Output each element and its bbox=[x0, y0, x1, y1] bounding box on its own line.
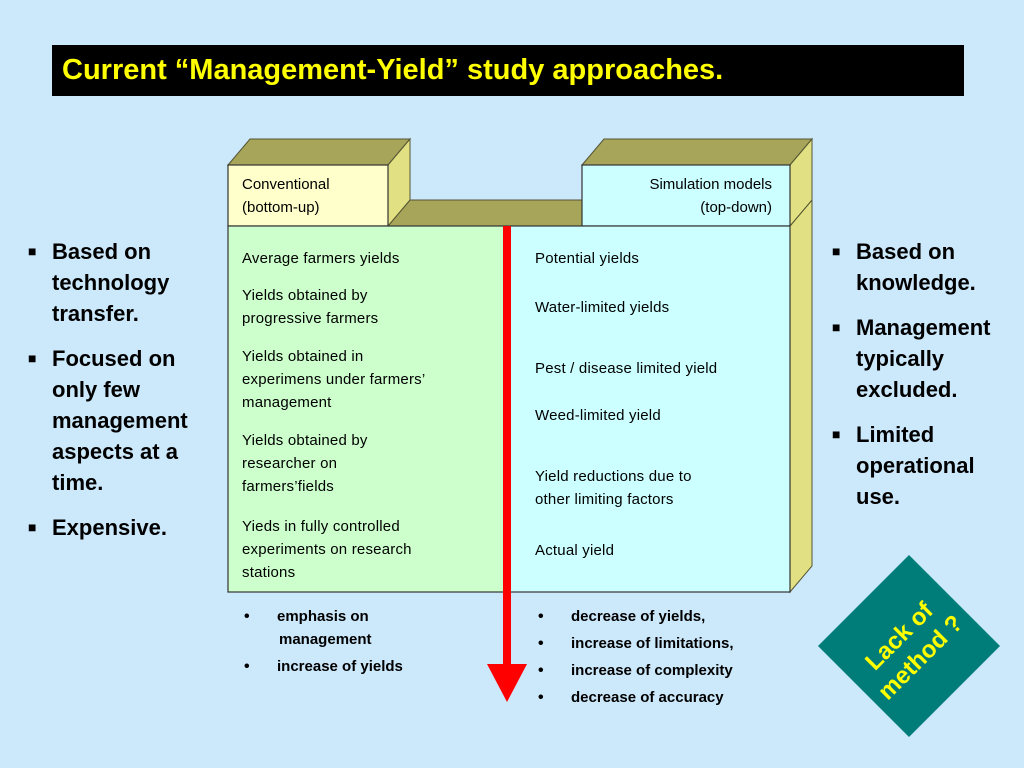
simulation-note: •decrease of accuracy bbox=[534, 686, 804, 709]
round-bullet-icon: • bbox=[538, 689, 544, 706]
conventional-item: Yields obtained by progressive farmers bbox=[242, 287, 379, 327]
left-bullet-item: ■Based on technology transfer. bbox=[26, 236, 222, 329]
conventional-item: Yields obtained by researcher on farmers… bbox=[242, 432, 368, 495]
square-bullet-icon: ■ bbox=[28, 243, 37, 259]
left-header-top bbox=[226, 138, 412, 166]
simulation-item: Actual yield bbox=[535, 542, 615, 559]
conventional-item: Yields obtained in experimens under farm… bbox=[242, 348, 426, 411]
main-box-side bbox=[789, 198, 813, 594]
middle-ledge-top bbox=[386, 199, 606, 227]
simulation-header-label: Simulation models (top-down) bbox=[649, 176, 772, 216]
conventional-notes: • emphasis on management • increase of y… bbox=[240, 605, 480, 682]
conventional-header-label: Conventional (bottom-up) bbox=[242, 176, 330, 216]
slide-title: Current “Management-Yield” study approac… bbox=[62, 54, 724, 86]
right-header-top bbox=[580, 138, 814, 166]
right-bullet-item: ■Limited operational use. bbox=[830, 419, 1020, 512]
simulation-body-box bbox=[505, 225, 791, 593]
title-bar: Current “Management-Yield” study approac… bbox=[52, 45, 964, 96]
square-bullet-icon: ■ bbox=[832, 319, 841, 335]
conventional-note: • emphasis on management bbox=[240, 605, 480, 651]
square-bullet-icon: ■ bbox=[832, 243, 841, 259]
left-bullet-item: ■Focused on only few management aspects … bbox=[26, 343, 222, 498]
simulation-note: •increase of complexity bbox=[534, 659, 804, 682]
right-bullet-item: ■Management typically excluded. bbox=[830, 312, 1020, 405]
conventional-item: Average farmers yields bbox=[242, 250, 400, 267]
left-bullet-list: ■Based on technology transfer. ■Focused … bbox=[26, 236, 222, 557]
down-arrow-shaft bbox=[503, 226, 511, 666]
square-bullet-icon: ■ bbox=[28, 519, 37, 535]
round-bullet-icon: • bbox=[538, 608, 544, 625]
left-bullet-item: ■Expensive. bbox=[26, 512, 222, 543]
square-bullet-icon: ■ bbox=[832, 426, 841, 442]
simulation-item: Pest / disease limited yield bbox=[535, 360, 718, 377]
simulation-header-box bbox=[581, 164, 791, 227]
conventional-note: • increase of yields bbox=[240, 655, 480, 678]
badge-diamond bbox=[818, 555, 1000, 737]
simulation-item: Potential yields bbox=[535, 250, 640, 267]
down-arrow-icon bbox=[487, 664, 527, 702]
conventional-item: Yieds in fully controlled experiments on… bbox=[242, 518, 412, 581]
round-bullet-icon: • bbox=[244, 608, 250, 625]
simulation-notes: •decrease of yields, •increase of limita… bbox=[534, 605, 804, 713]
conventional-body-box bbox=[227, 225, 507, 593]
round-bullet-icon: • bbox=[538, 635, 544, 652]
simulation-item: Water-limited yields bbox=[535, 299, 670, 316]
round-bullet-icon: • bbox=[538, 662, 544, 679]
simulation-note: •decrease of yields, bbox=[534, 605, 804, 628]
simulation-item: Yield reductions due to other limiting f… bbox=[535, 468, 692, 508]
conventional-header-box bbox=[227, 164, 389, 227]
right-bullet-item: ■Based on knowledge. bbox=[830, 236, 1020, 298]
right-bullet-list: ■Based on knowledge. ■Management typical… bbox=[830, 236, 1020, 526]
simulation-note: •increase of limitations, bbox=[534, 632, 804, 655]
round-bullet-icon: • bbox=[244, 658, 250, 675]
square-bullet-icon: ■ bbox=[28, 350, 37, 366]
simulation-item: Weed-limited yield bbox=[535, 407, 661, 424]
